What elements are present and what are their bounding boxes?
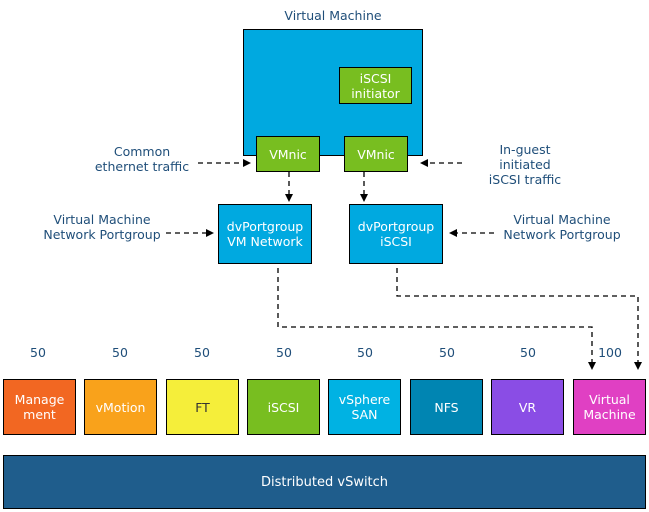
share-management: 50 (30, 345, 46, 360)
traffic-ft-label: FT (195, 399, 210, 415)
common-line1: Common (113, 144, 171, 159)
distributed-vswitch-label: Distributed vSwitch (260, 474, 389, 490)
traffic-virtual-machine-line1: Virtual (589, 392, 630, 407)
vmpg-left-line2: Network Portgroup (43, 227, 161, 242)
inguest-line1: In-guest (499, 142, 551, 157)
vmpg-right-line2: Network Portgroup (503, 227, 621, 242)
inguest-line2: initiated (499, 157, 551, 172)
portgroup-iscsi-line1: dvPortgroup (357, 219, 435, 234)
portgroup-iscsi-line2: iSCSI (380, 234, 412, 249)
traffic-vsphere-san: vSphere SAN (328, 379, 401, 435)
traffic-vsphere-san-line2: SAN (351, 407, 378, 422)
traffic-virtual-machine: Virtual Machine (573, 379, 646, 435)
portgroup-vm-network: dvPortgroup VM Network (218, 204, 312, 264)
vmpg-left-line1: Virtual Machine (53, 212, 151, 227)
distributed-vswitch: Distributed vSwitch (3, 455, 646, 509)
common-traffic-annotation: Common ethernet traffic (82, 144, 202, 174)
traffic-vr: VR (491, 379, 564, 435)
vm-portgroup-annotation-right: Virtual Machine Network Portgroup (497, 212, 627, 242)
inguest-traffic-annotation: In-guest initiated iSCSI traffic (470, 142, 580, 187)
traffic-vr-label: VR (518, 399, 537, 415)
traffic-vmotion: vMotion (84, 379, 157, 435)
route-vmnetwork-to-vm-traffic (277, 268, 596, 370)
vm-title: Virtual Machine (284, 8, 382, 23)
traffic-vsphere-san-line1: vSphere (338, 392, 391, 407)
share-nfs: 50 (439, 345, 455, 360)
share-vr: 50 (520, 345, 536, 360)
share-vsphere-san: 50 (357, 345, 373, 360)
vm-portgroup-annotation-left: Virtual Machine Network Portgroup (42, 212, 162, 242)
traffic-management-line2: ment (23, 407, 56, 422)
vmnic-left-label: VMnic (269, 146, 307, 162)
share-iscsi: 50 (276, 345, 292, 360)
iscsi-initiator-line2: initiator (351, 85, 400, 101)
iscsi-initiator-box: iSCSI initiator (339, 67, 412, 104)
vmpg-right-line1: Virtual Machine (513, 212, 611, 227)
portgroup-vm-network-line1: dvPortgroup (226, 219, 304, 234)
share-virtual-machine: 100 (598, 345, 622, 360)
traffic-management-line1: Manage (14, 392, 65, 407)
share-ft: 50 (194, 345, 210, 360)
vmnic-left: VMnic (256, 136, 320, 172)
traffic-iscsi-label: iSCSI (267, 399, 300, 415)
share-vmotion: 50 (112, 345, 128, 360)
inguest-line3: iSCSI traffic (488, 172, 562, 187)
vmnic-right-label: VMnic (357, 146, 395, 162)
traffic-virtual-machine-line2: Machine (583, 407, 636, 422)
traffic-nfs: NFS (410, 379, 483, 435)
portgroup-vm-network-line2: VM Network (227, 234, 303, 249)
portgroup-iscsi: dvPortgroup iSCSI (349, 204, 443, 264)
traffic-management: Manage ment (3, 379, 76, 435)
traffic-nfs-label: NFS (434, 399, 459, 415)
traffic-iscsi: iSCSI (247, 379, 320, 435)
traffic-vmotion-label: vMotion (95, 399, 146, 415)
iscsi-initiator-line1: iSCSI (359, 70, 392, 86)
route-iscsi-pg-to-vm-traffic (396, 268, 642, 370)
traffic-ft: FT (166, 379, 239, 435)
common-line2: ethernet traffic (94, 159, 190, 174)
vmnic-right: VMnic (344, 136, 408, 172)
